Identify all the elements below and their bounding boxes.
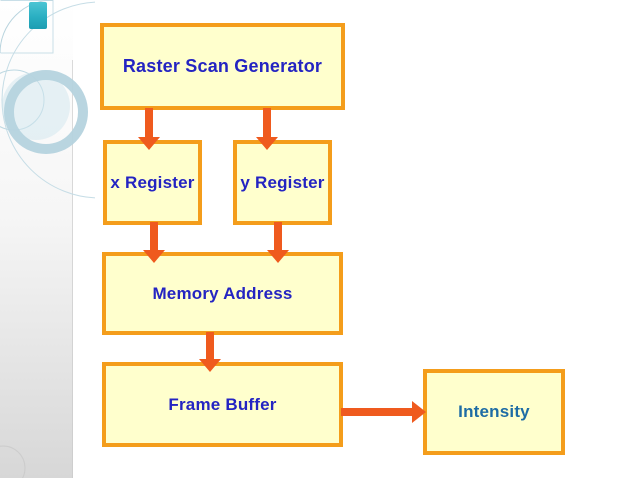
corner-arc-decoration bbox=[0, 445, 26, 478]
arrow-shaft bbox=[206, 332, 214, 359]
node-label: Raster Scan Generator bbox=[122, 56, 323, 76]
node-memory-address: Memory Address bbox=[102, 252, 343, 335]
node-intensity: Intensity bbox=[423, 369, 565, 455]
arrow-head-down-icon bbox=[199, 359, 221, 372]
arrow-head-down-icon bbox=[267, 250, 289, 263]
arrow-shaft bbox=[274, 222, 282, 250]
node-label: Intensity bbox=[458, 402, 530, 421]
node-y-register: y Register bbox=[233, 140, 332, 225]
node-label: x Register bbox=[110, 172, 195, 192]
arrow-shaft bbox=[341, 408, 412, 416]
node-x-register: x Register bbox=[103, 140, 202, 225]
arrow-head-down-icon bbox=[138, 137, 160, 150]
arrow-head-down-icon bbox=[143, 250, 165, 263]
accent-bar bbox=[29, 2, 47, 29]
node-label: y Register bbox=[240, 172, 325, 192]
arrow-shaft bbox=[263, 108, 271, 137]
square-outline-decoration bbox=[0, 0, 54, 54]
large-circle-outline-decoration bbox=[1, 1, 95, 199]
leaf-decoration bbox=[0, 0, 54, 54]
arrow-head-down-icon bbox=[256, 137, 278, 150]
node-label: Frame Buffer bbox=[168, 394, 277, 414]
ring-circle-decoration bbox=[4, 70, 88, 154]
node-label: Memory Address bbox=[152, 283, 293, 303]
sidebar-decoration bbox=[0, 0, 95, 478]
arrow-head-right-icon bbox=[412, 401, 426, 423]
node-raster-scan-generator: Raster Scan Generator bbox=[100, 23, 345, 110]
arrow-shaft bbox=[150, 222, 158, 250]
arrow-shaft bbox=[145, 108, 153, 137]
node-frame-buffer: Frame Buffer bbox=[102, 362, 343, 447]
